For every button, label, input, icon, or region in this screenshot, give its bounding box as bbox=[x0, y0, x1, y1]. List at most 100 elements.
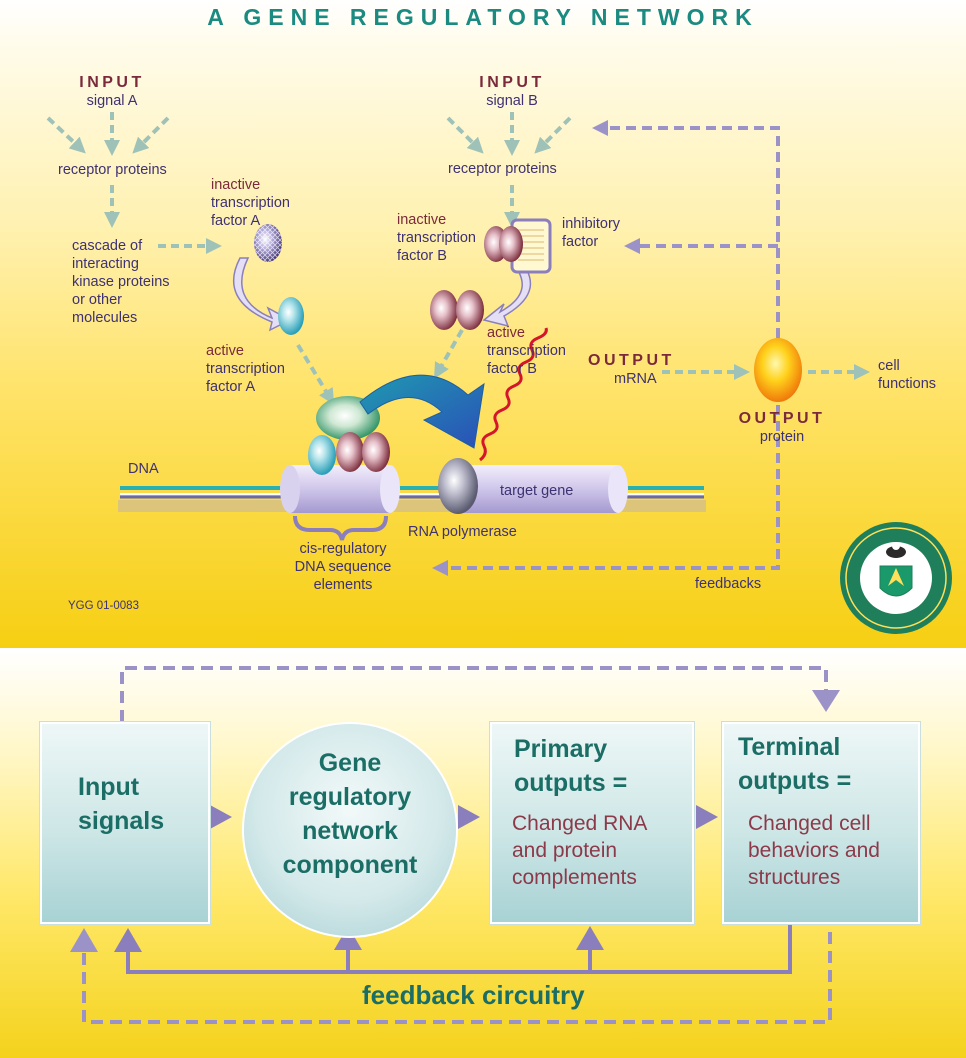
inhibitory-line: factor bbox=[562, 234, 599, 250]
cis-line: DNA sequence bbox=[294, 559, 392, 575]
factor-to-dna-arrows bbox=[296, 329, 870, 405]
primary-heading-line: Primary bbox=[514, 735, 608, 763]
cascade-line: interacting bbox=[72, 256, 139, 272]
terminal-body-line: Changed cell bbox=[748, 812, 871, 835]
cis-line: elements bbox=[313, 577, 373, 593]
activation-blue-arrow bbox=[359, 374, 485, 449]
inactive-b-line: factor B bbox=[397, 248, 447, 264]
input-b-group: INPUT signal B bbox=[462, 74, 562, 110]
factor-b-bound-1 bbox=[336, 432, 364, 472]
primary-outputs-box: Primary outputs = Changed RNA and protei… bbox=[490, 722, 694, 924]
inhibitory-label: inhibitory factor bbox=[562, 215, 620, 251]
output-protein-heading: OUTPUT bbox=[738, 410, 826, 427]
cell-functions-label: cell functions bbox=[878, 357, 936, 393]
active-a-line: active bbox=[206, 343, 244, 359]
cell-functions-line: functions bbox=[878, 376, 937, 392]
grn-line: network bbox=[302, 817, 398, 845]
cis-regulatory-cylinder bbox=[280, 465, 400, 513]
signal-a-arrows bbox=[46, 112, 222, 254]
terminal-outputs-box: Terminal outputs = Changed cell behavior… bbox=[722, 722, 920, 924]
feedback-circuitry-lines bbox=[126, 922, 792, 974]
bottom-top-loop-head bbox=[812, 690, 840, 712]
inactive-factor-a-mesh bbox=[254, 224, 282, 262]
cis-regulatory-label: cis-regulatory DNA sequence elements bbox=[278, 540, 408, 594]
inactive-factor-b-2 bbox=[499, 226, 523, 262]
active-b-line: transcription bbox=[487, 343, 566, 359]
output-mrna-label: mRNA bbox=[614, 371, 657, 387]
active-b-line: active bbox=[487, 325, 525, 341]
output-protein-label: protein bbox=[759, 429, 805, 445]
outer-dashed-feedback bbox=[82, 932, 832, 1024]
feedback-arrows bbox=[432, 120, 780, 576]
active-factor-b-1 bbox=[430, 290, 458, 330]
input-b-heading: INPUT bbox=[479, 74, 545, 91]
inactive-b-line: transcription bbox=[397, 230, 476, 246]
feedback-circuitry-heads bbox=[114, 926, 604, 952]
cascade-line: molecules bbox=[72, 310, 138, 326]
terminal-outputs-body: Changed cell behaviors and structures bbox=[748, 810, 880, 891]
terminal-outputs-heading: Terminal outputs = bbox=[738, 730, 851, 798]
primary-body-line: and protein bbox=[512, 839, 618, 862]
terminal-body-line: structures bbox=[748, 866, 841, 889]
active-factor-a-shape bbox=[278, 297, 304, 335]
input-signals-box: Input signals bbox=[40, 722, 210, 924]
output-protein-shape bbox=[754, 338, 802, 402]
target-gene-label: target gene bbox=[500, 483, 574, 499]
inhibitory-line: inhibitory bbox=[562, 216, 621, 232]
dna-label: DNA bbox=[128, 461, 159, 477]
feedback-circuitry-label: feedback circuitry bbox=[362, 980, 585, 1010]
inactive-a-line: transcription bbox=[211, 195, 290, 211]
rna-polymerase-label: RNA polymerase bbox=[408, 524, 517, 540]
grn-component-label: Gene regulatory network component bbox=[244, 746, 456, 882]
grn-line: Gene bbox=[318, 749, 382, 777]
input-a-label: signal A bbox=[86, 93, 138, 109]
active-a-line: factor A bbox=[206, 379, 256, 395]
terminal-heading-line: Terminal bbox=[738, 733, 841, 761]
input-signals-heading: Input signals bbox=[78, 770, 164, 838]
grn-component-circle: Gene regulatory network component bbox=[242, 722, 458, 938]
cascade-label: cascade of interacting kinase proteins o… bbox=[72, 237, 170, 327]
receptor-b-label: receptor proteins bbox=[448, 161, 557, 177]
figure-code: YGG 01-0083 bbox=[68, 600, 139, 612]
output-mrna-heading: OUTPUT bbox=[588, 352, 675, 369]
cell-functions-line: cell bbox=[878, 358, 900, 374]
input-b-label: signal B bbox=[486, 93, 538, 109]
primary-body-line: complements bbox=[512, 866, 637, 889]
inactive-a-label: inactive transcription factor A bbox=[211, 176, 290, 230]
receptor-a-label: receptor proteins bbox=[58, 162, 167, 178]
cascade-line: kinase proteins bbox=[72, 274, 170, 290]
terminal-heading-line: outputs = bbox=[738, 767, 852, 795]
inactive-a-line: inactive bbox=[211, 177, 261, 193]
inactive-b-line: inactive bbox=[397, 212, 447, 228]
active-b-line: factor B bbox=[487, 361, 537, 377]
active-a-line: transcription bbox=[206, 361, 285, 377]
top-panel bbox=[0, 0, 966, 648]
input-signals-line: Input bbox=[78, 773, 140, 801]
cascade-line: cascade of bbox=[72, 238, 143, 254]
bottom-flow-arrows bbox=[210, 805, 718, 829]
active-factor-b-2 bbox=[456, 290, 484, 330]
activation-arrow-b bbox=[482, 255, 532, 328]
input-a-heading: INPUT bbox=[79, 74, 145, 91]
cascade-line: or other bbox=[72, 292, 122, 308]
output-protein-group: OUTPUT protein bbox=[726, 410, 838, 446]
input-a-group: INPUT signal A bbox=[62, 74, 162, 110]
active-a-label: active transcription factor A bbox=[206, 342, 285, 396]
primary-body-line: Changed RNA bbox=[512, 812, 648, 835]
feedbacks-label: feedbacks bbox=[695, 576, 762, 592]
active-b-label: active transcription factor B bbox=[487, 324, 566, 378]
factor-b-bound-2 bbox=[362, 432, 390, 472]
inactive-b-label: inactive transcription factor B bbox=[397, 211, 476, 265]
diagram-title: A GENE REGULATORY NETWORK bbox=[207, 4, 759, 30]
mrna-squiggle bbox=[479, 327, 548, 462]
primary-heading-line: outputs = bbox=[514, 769, 628, 797]
bottom-top-dashed-loop bbox=[120, 666, 828, 722]
cis-line: cis-regulatory bbox=[299, 541, 387, 557]
inactive-a-line: factor A bbox=[211, 213, 261, 229]
primary-outputs-heading: Primary outputs = bbox=[514, 732, 627, 800]
input-signals-line: signals bbox=[78, 807, 165, 835]
rna-polymerase-shape bbox=[438, 458, 478, 514]
cis-bracket bbox=[293, 515, 388, 541]
terminal-body-line: behaviors and bbox=[748, 839, 880, 862]
